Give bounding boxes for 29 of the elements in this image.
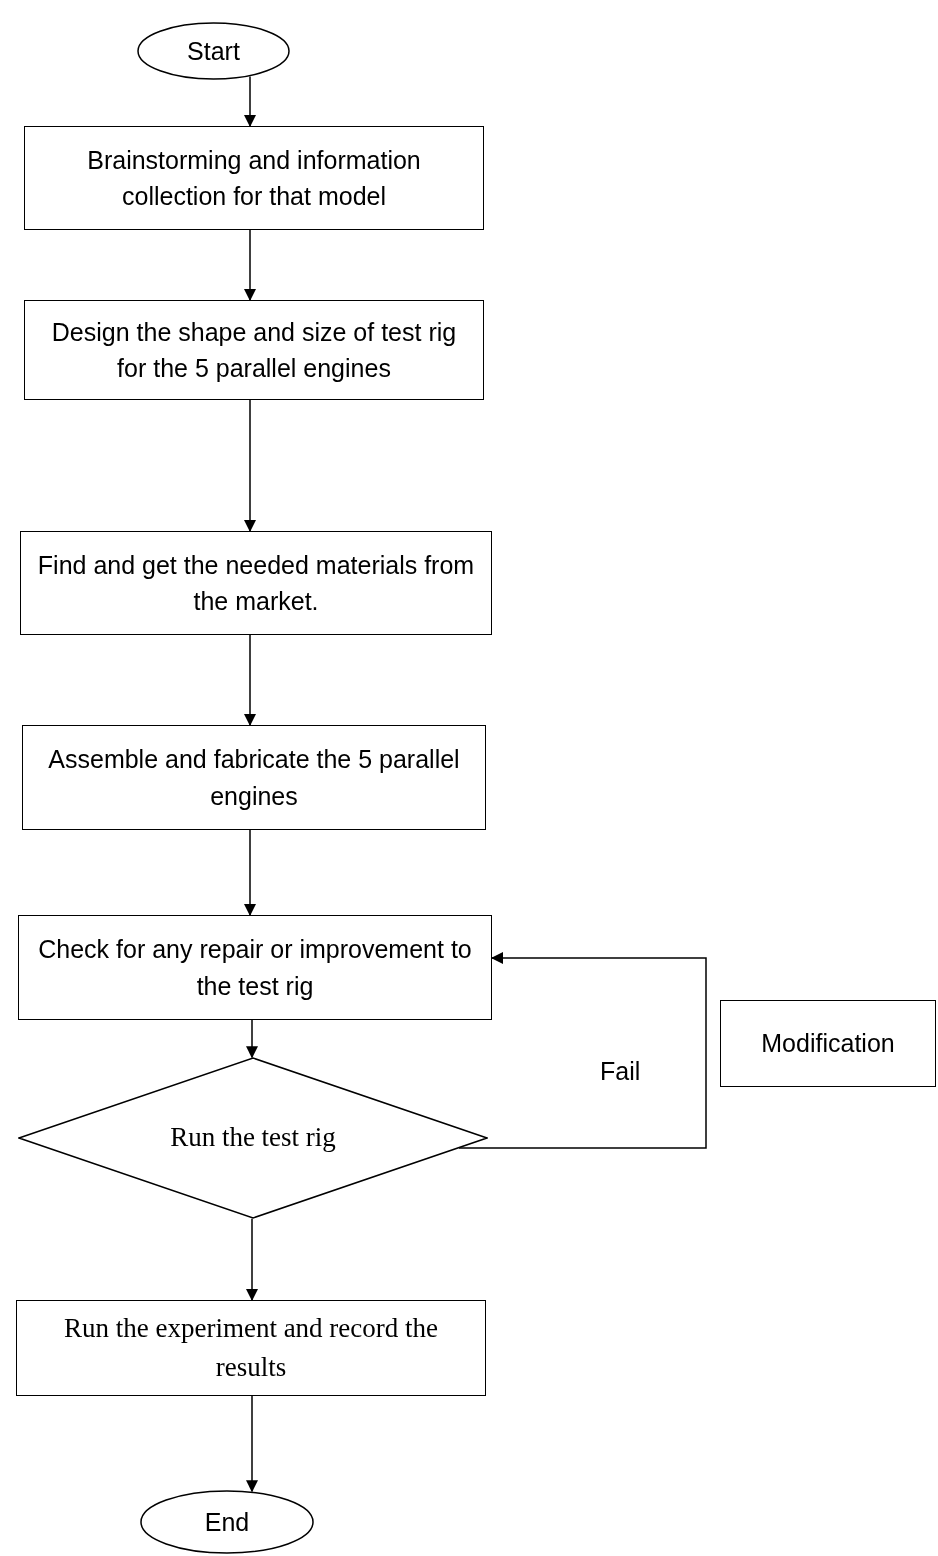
process-box: [18, 915, 492, 1020]
node-text: Run the experiment and record the results: [62, 1311, 440, 1384]
terminal-ellipse: [140, 1490, 314, 1554]
node-text: Brainstorming and information collection for that model: [86, 144, 422, 212]
process-box: [24, 300, 484, 400]
arrow: [246, 1217, 258, 1301]
node-text: Modification: [761, 1028, 895, 1059]
process-box: [16, 1300, 486, 1396]
node-text: Assemble and fabricate the 5 parallel engines: [47, 744, 461, 812]
node-text: Find and get the needed materials from the market.: [36, 549, 476, 617]
arrow: [244, 634, 256, 726]
arrow: [244, 399, 256, 532]
node-text: Check for any repair or improvement to the test rig: [37, 934, 473, 1002]
arrow: [244, 229, 256, 301]
decision-diamond: [18, 1057, 488, 1219]
process-box: [22, 725, 486, 830]
node-text: Design the shape and size of test rig for the 5 parallel engines: [50, 316, 458, 384]
node-text: Start: [187, 35, 240, 67]
arrow: [244, 829, 256, 916]
arrow: [244, 75, 256, 127]
node-text: Run the test rig: [170, 1121, 336, 1155]
terminal-ellipse: [137, 22, 290, 80]
arrow: [246, 1019, 258, 1059]
arrow: [246, 1395, 258, 1493]
node-text: End: [204, 1506, 250, 1538]
process-box: [720, 1000, 936, 1087]
process-box: [24, 126, 484, 230]
process-box: [20, 531, 492, 635]
arrow: [458, 952, 707, 1149]
